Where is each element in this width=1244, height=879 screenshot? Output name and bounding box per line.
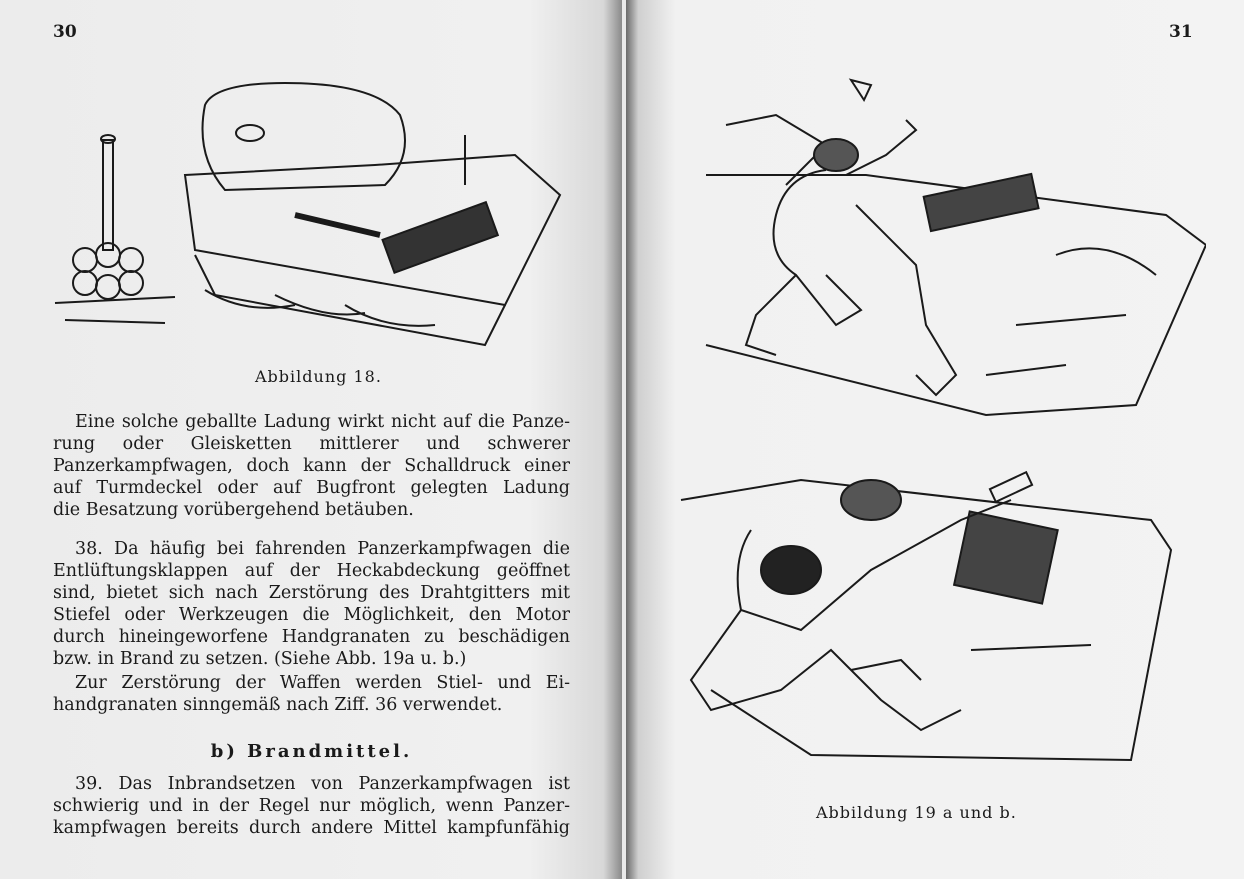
text-line: schwierig und in der Regel nur möglich, … xyxy=(53,796,570,816)
text-line: sind, bietet sich nach Zerstörung des Dr… xyxy=(53,583,570,603)
text-line: rung oder Gleisketten mittlerer und schw… xyxy=(53,434,570,454)
page-number: 30 xyxy=(53,22,77,42)
text-line: durch hineingeworfene Handgranaten zu be… xyxy=(53,627,570,647)
paragraph-39: 39. Das Inbrandsetzen von Panzerkampfwag… xyxy=(53,773,570,839)
text-line: Stiefel oder Werkzeugen die Möglichkeit,… xyxy=(53,605,570,625)
section-heading: b) Brandmittel. xyxy=(210,741,413,762)
text-line: kampfwagen bereits durch andere Mittel k… xyxy=(53,818,570,838)
text-line: 39. Das Inbrandsetzen von Panzerkampfwag… xyxy=(75,774,570,794)
text-line: handgranaten sinngemäß nach Ziff. 36 ver… xyxy=(53,695,503,715)
paragraph-37-continued: Eine solche geballte Ladung wirkt nicht … xyxy=(53,411,570,521)
page-number: 31 xyxy=(1169,22,1193,42)
text-line: Eine solche geballte Ladung wirkt nicht … xyxy=(75,412,570,432)
text-line: bzw. in Brand zu setzen. (Siehe Abb. 19a… xyxy=(53,649,467,669)
figure-19a-soldier-breaking-grille-illustration xyxy=(705,78,1206,417)
text-line: auf Turmdeckel oder auf Bugfront gelegte… xyxy=(53,478,570,498)
text-line: die Besatzung vorübergehend betäuben. xyxy=(53,500,414,520)
text-line: Zur Zerstörung der Waffen werden Stiel- … xyxy=(75,673,570,693)
paragraph-weapons: Zur Zerstörung der Waffen werden Stiel- … xyxy=(53,672,570,716)
left-page: 30 Abbildung 18. Eine solche geballte La… xyxy=(0,0,622,879)
paragraph-38: 38. Da häufig bei fahrenden Panzerkampfw… xyxy=(53,538,570,670)
figure-caption: Abbildung 18. xyxy=(255,367,382,386)
figure-19b-soldier-throwing-grenade-illustration xyxy=(680,470,1173,762)
right-page: 31 Abbildung 19 a und b. xyxy=(626,0,1244,879)
figure-18-tank-turret-charge-illustration xyxy=(54,81,562,347)
text-line: 38. Da häufig bei fahrenden Panzerkampfw… xyxy=(75,539,570,559)
text-line: Panzerkampfwagen, doch kann der Schalldr… xyxy=(53,456,570,476)
text-line: Entlüftungsklappen auf der Heckabdeckung… xyxy=(53,561,570,581)
figure-caption: Abbildung 19 a und b. xyxy=(816,803,1017,822)
